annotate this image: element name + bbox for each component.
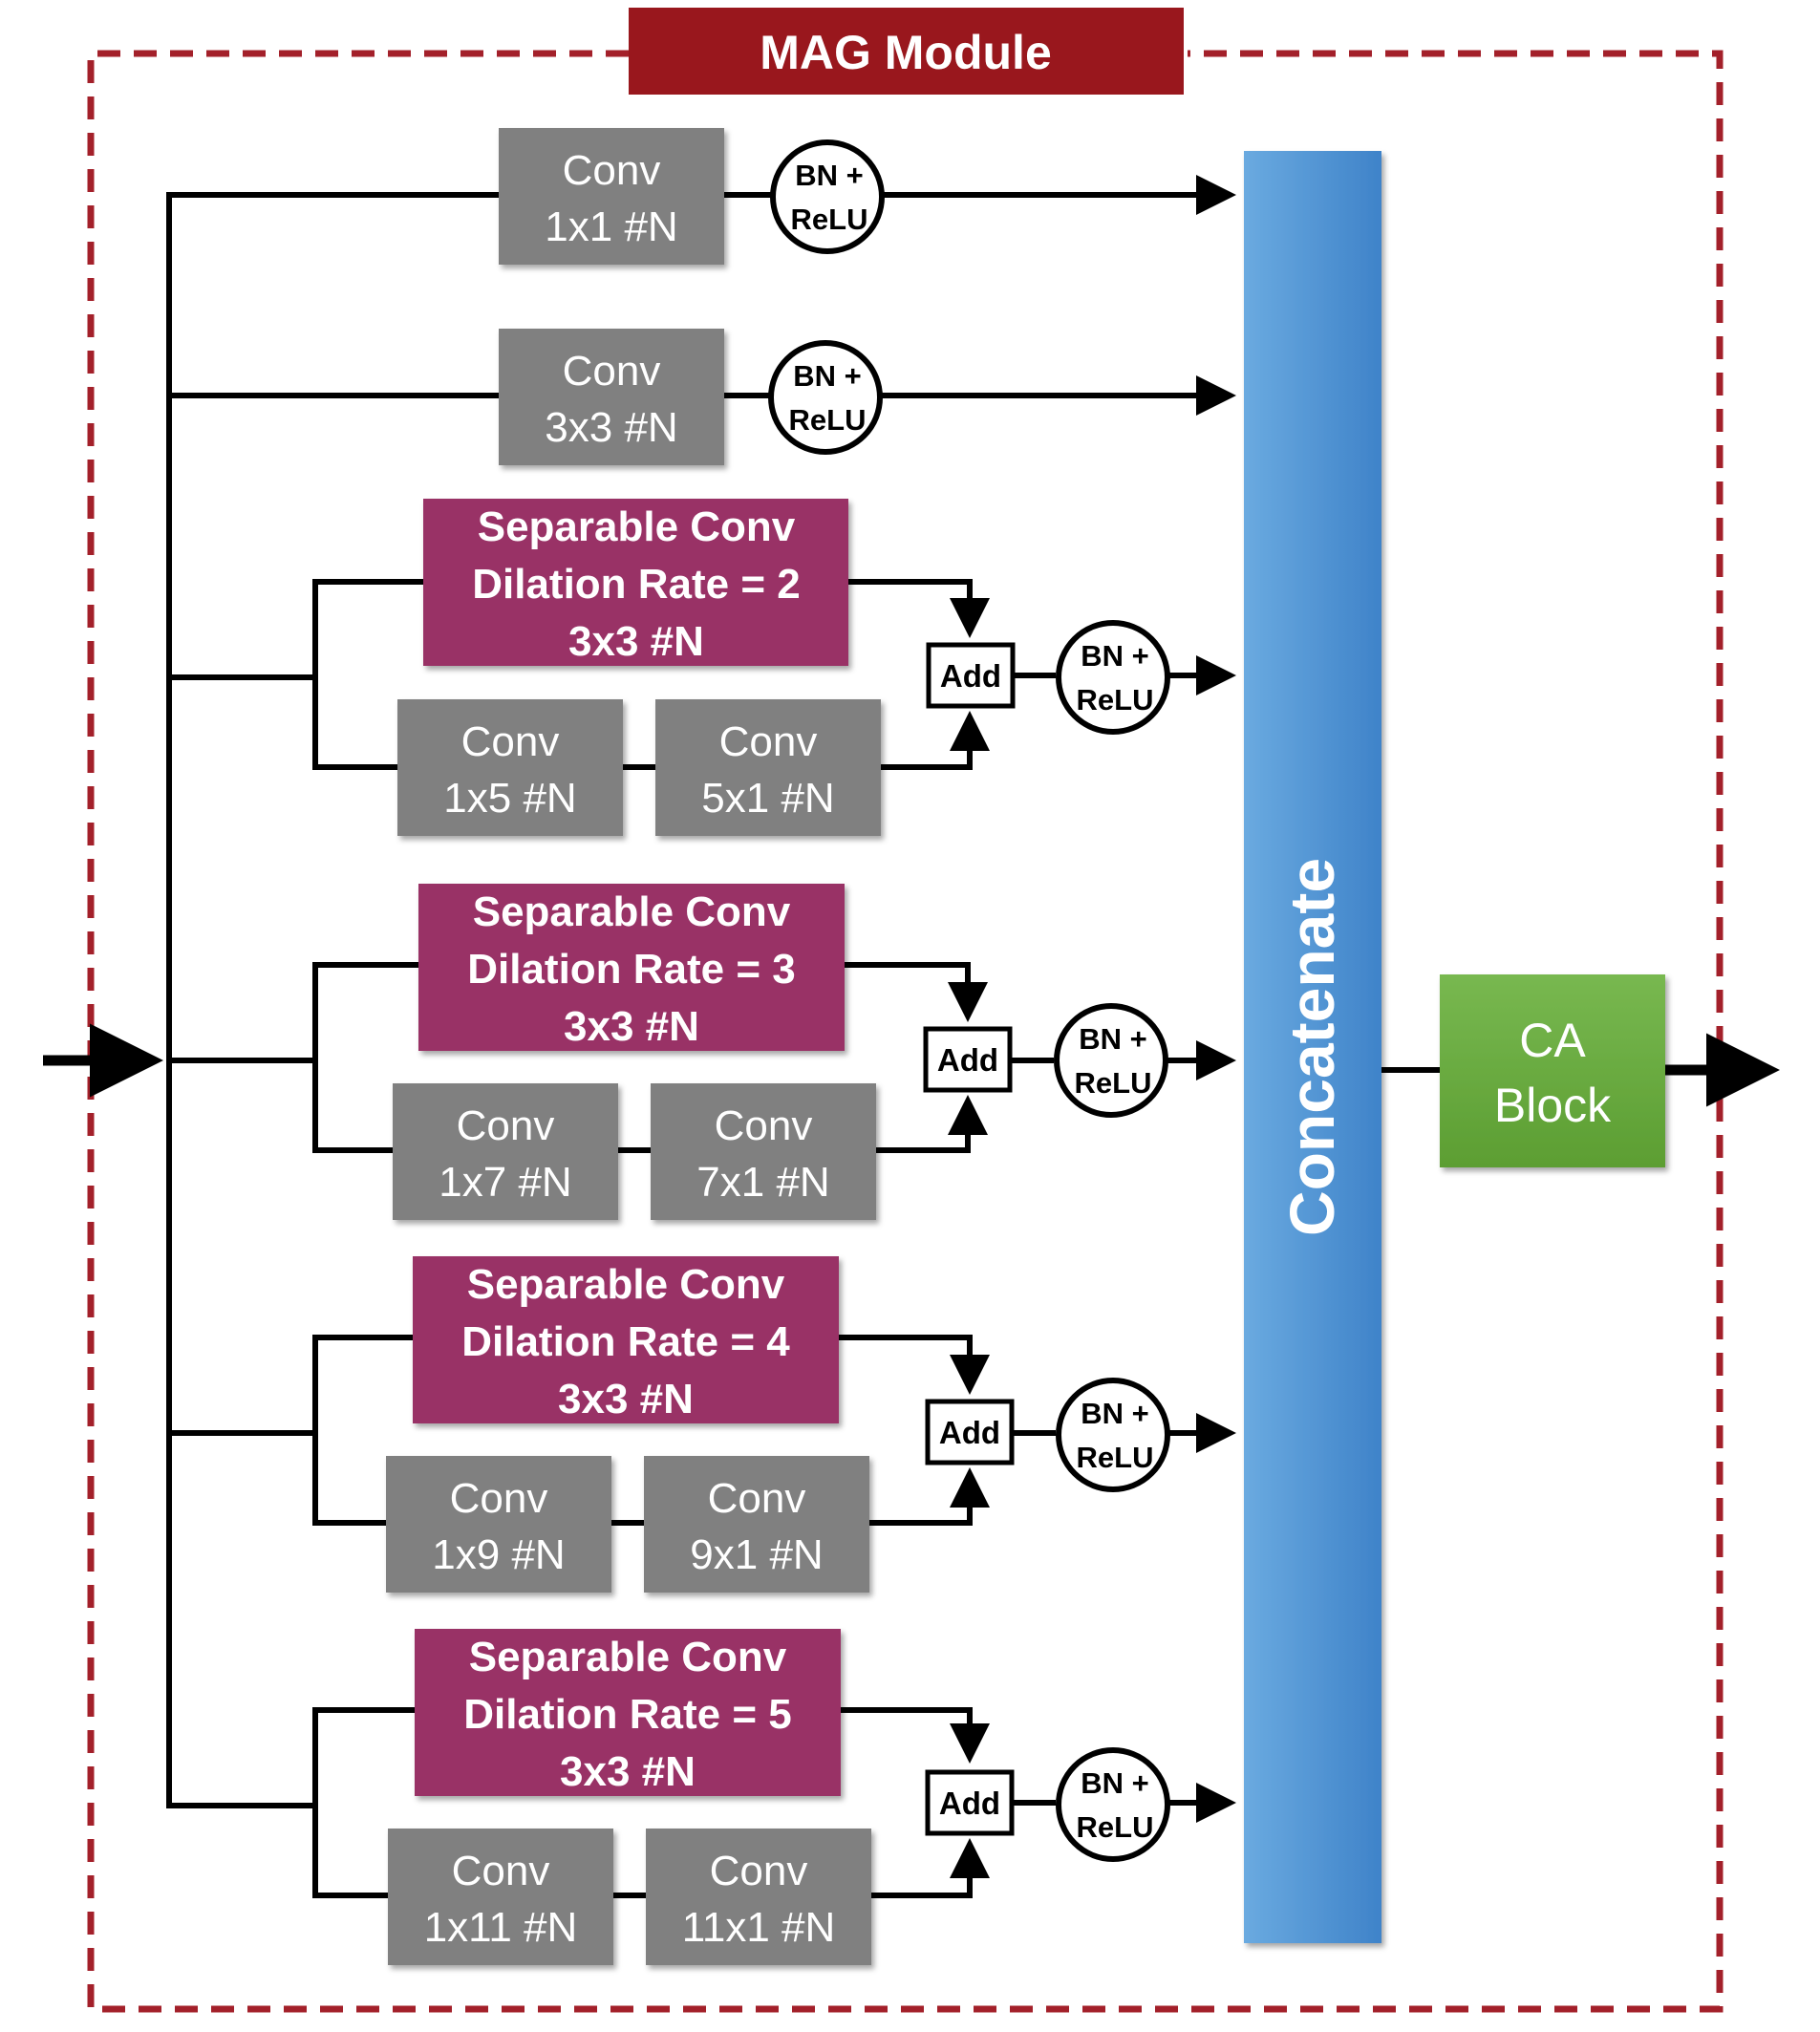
bn-relu-line2: ReLU [1077, 1810, 1154, 1844]
conv-a-line2: 1x5 #N [443, 775, 576, 822]
conv-b-line2: 5x1 #N [701, 775, 834, 822]
add-box [925, 1769, 1015, 1836]
conv-box [499, 329, 724, 465]
conv-box-line2: 3x3 #N [545, 404, 677, 451]
ca-block [1440, 974, 1665, 1167]
conv-b-line1: Conv [708, 1475, 806, 1522]
conv-b-line2: 7x1 #N [696, 1159, 829, 1206]
separable-conv-line3: 3x3 #N [558, 1376, 694, 1422]
separable-conv-line1: Separable Conv [473, 888, 791, 935]
add-label: Add [937, 1042, 998, 1078]
arrow-sep-to-add [845, 962, 988, 1022]
separable-conv-line3: 3x3 #N [564, 1003, 699, 1050]
conv-b-line1: Conv [719, 718, 818, 765]
separable-conv-line3: 3x3 #N [568, 618, 704, 665]
separable-conv-line1: Separable Conv [478, 503, 796, 550]
conv-a-line1: Conv [457, 1102, 555, 1149]
concatenate-bar [1244, 151, 1381, 1943]
wire-split-bracket [312, 1707, 418, 1898]
conv-a-line1: Conv [450, 1475, 548, 1522]
bn-relu-line1: BN + [1081, 1766, 1149, 1800]
branch-dilation-5: Separable Conv Dilation Rate = 5 3x3 #N … [166, 1629, 1236, 1965]
separable-conv-box [423, 499, 848, 666]
arrow-sep-to-add [838, 1335, 990, 1395]
separable-conv-line2: Dilation Rate = 4 [461, 1318, 790, 1365]
add-box [926, 642, 1016, 709]
wire-split-bracket [312, 962, 420, 1153]
ca-block-line2: Block [1494, 1079, 1612, 1132]
bn-relu-circle [1056, 1747, 1170, 1862]
module-title-box: MAG Module [629, 8, 1184, 95]
separable-conv-box [415, 1629, 841, 1796]
separable-conv-line2: Dilation Rate = 5 [463, 1691, 792, 1738]
bn-relu-line2: ReLU [1077, 1441, 1154, 1474]
conv-box [499, 128, 724, 265]
wire-split-bracket [312, 1335, 416, 1526]
bn-relu-line2: ReLU [1077, 683, 1154, 717]
separable-conv-line1: Separable Conv [469, 1634, 787, 1680]
add-label: Add [939, 1415, 1000, 1450]
bn-relu-line1: BN + [1081, 1397, 1149, 1430]
conv-box [388, 1829, 871, 1965]
conv-a-line2: 1x9 #N [432, 1531, 565, 1578]
bn-relu-circle [1056, 1378, 1170, 1492]
add-label: Add [939, 1786, 1000, 1821]
branch-dilation-2: Separable Conv Dilation Rate = 2 3x3 #N … [166, 499, 1236, 836]
separable-conv-box [418, 884, 845, 1051]
conv-box-line2: 1x1 #N [545, 203, 677, 250]
add-box [925, 1399, 1015, 1465]
conv-b-line1: Conv [710, 1848, 808, 1894]
branch-conv-1x1: Conv 1x1 #N BN + ReLU [166, 128, 1236, 265]
module-dashed-border [87, 50, 1724, 2013]
arrow-conv-b-to-add [867, 1467, 990, 1526]
bn-relu-line2: ReLU [1075, 1066, 1152, 1100]
arrow-conv-b-to-add [879, 711, 990, 770]
branch-conv-3x3: Conv 3x3 #N BN + ReLU [166, 329, 1236, 465]
separable-conv-line2: Dilation Rate = 2 [472, 561, 801, 608]
bn-relu-circle [1056, 620, 1170, 735]
bn-relu-line2: ReLU [791, 203, 868, 236]
separable-conv-line2: Dilation Rate = 3 [467, 946, 796, 993]
separable-conv-line3: 3x3 #N [560, 1748, 696, 1795]
arrow-sep-to-add [840, 1707, 990, 1764]
branch-dilation-4: Separable Conv Dilation Rate = 4 3x3 #N … [166, 1256, 1236, 1593]
bn-relu-line1: BN + [1079, 1022, 1147, 1056]
bn-relu-line1: BN + [793, 359, 862, 393]
conv-a-line2: 1x7 #N [439, 1159, 571, 1206]
bn-relu-circle [768, 340, 883, 455]
arrow-conv-b-to-add [869, 1838, 990, 1898]
conv-b-line2: 9x1 #N [690, 1531, 823, 1578]
branch-dilation-3: Separable Conv Dilation Rate = 3 3x3 #N … [166, 884, 1236, 1220]
ca-block-line1: CA [1519, 1014, 1586, 1067]
conv-b-line2: 11x1 #N [682, 1904, 836, 1951]
arrow-conv-b-to-add [874, 1095, 988, 1153]
bn-relu-line1: BN + [1081, 639, 1149, 673]
bn-relu-line1: BN + [795, 159, 864, 192]
add-label: Add [940, 658, 1001, 694]
conv-b-line1: Conv [715, 1102, 813, 1149]
conv-box-line1: Conv [563, 147, 661, 194]
conv-box-line1: Conv [563, 348, 661, 395]
conv-a-line1: Conv [452, 1848, 550, 1894]
bn-relu-line2: ReLU [789, 403, 867, 437]
concatenate-label: Concatenate [1276, 858, 1347, 1236]
wire-split-bracket [312, 579, 425, 770]
add-box [923, 1026, 1013, 1093]
conv-a-line2: 1x11 #N [424, 1904, 578, 1951]
arrow-sep-to-add [848, 579, 990, 638]
separable-conv-box [413, 1256, 839, 1423]
separable-conv-line1: Separable Conv [467, 1261, 785, 1308]
module-title: MAG Module [760, 26, 1052, 79]
bn-relu-circle [770, 139, 885, 254]
conv-a-line1: Conv [461, 718, 560, 765]
conv-box [386, 1456, 869, 1593]
conv-box [397, 699, 881, 836]
conv-box [393, 1083, 876, 1220]
bn-relu-circle [1054, 1003, 1168, 1118]
